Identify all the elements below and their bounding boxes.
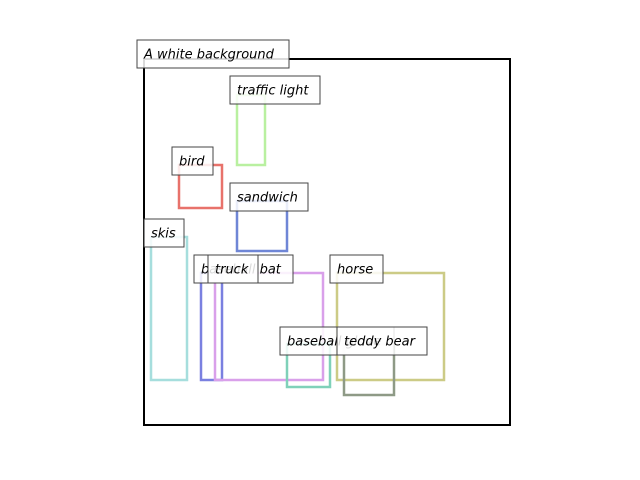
label-bg-traffic-light bbox=[229, 75, 321, 105]
label-bird: bird bbox=[171, 146, 214, 176]
frame-label-bg bbox=[136, 39, 290, 69]
frame-border bbox=[143, 58, 511, 426]
box-labels: traffic lightbirdsandwichskisbaseball ba… bbox=[143, 75, 428, 356]
bbox-baseball-bat bbox=[199, 271, 224, 382]
label-horse: horse bbox=[329, 254, 384, 284]
label-bg-sandwich bbox=[229, 182, 309, 212]
label-skis: skis bbox=[143, 218, 185, 248]
frame-label-text: A white background bbox=[143, 48, 275, 63]
label-bg-horse bbox=[329, 254, 384, 284]
label-bg-bird bbox=[171, 146, 214, 176]
frame-label: A white background bbox=[136, 39, 290, 69]
label-teddy-bear: teddy bear bbox=[336, 326, 428, 356]
label-text-bird: bird bbox=[179, 155, 205, 170]
bbox-skis bbox=[149, 235, 189, 382]
label-sandwich: sandwich bbox=[229, 182, 309, 212]
bbox-traffic-light bbox=[235, 93, 267, 167]
label-truck: truck bbox=[207, 254, 259, 284]
label-bg-skis bbox=[143, 218, 185, 248]
label-text-traffic-light: traffic light bbox=[237, 84, 309, 99]
label-bg-teddy-bear bbox=[336, 326, 428, 356]
label-text-sandwich: sandwich bbox=[237, 191, 298, 206]
label-text-horse: horse bbox=[337, 263, 373, 278]
label-text-truck: truck bbox=[215, 263, 249, 278]
label-traffic-light: traffic light bbox=[229, 75, 321, 105]
label-text-skis: skis bbox=[151, 227, 176, 242]
label-text-teddy-bear: teddy bear bbox=[344, 335, 417, 350]
label-bg-truck bbox=[207, 254, 259, 284]
